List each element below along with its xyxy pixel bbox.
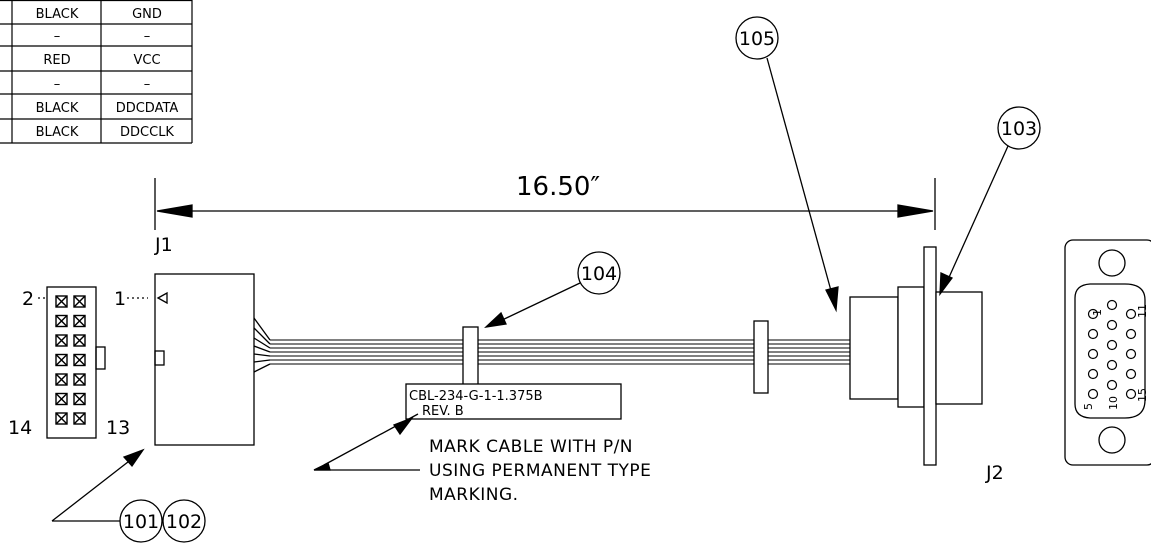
dsub-pin [1125, 328, 1137, 340]
balloon-104: 104 [577, 251, 621, 295]
j1-pin-14-label: 14 [8, 417, 32, 439]
marking-note [313, 413, 420, 471]
j1-housing [127, 273, 271, 446]
dsub-pin [1087, 328, 1099, 340]
balloon-101-text: 101 [123, 511, 159, 533]
j1-pin-13-label: 13 [106, 417, 130, 439]
j1-pin [55, 392, 68, 406]
length-dimension [154, 178, 936, 230]
dsub-pin [1106, 379, 1118, 391]
length-dimension-value: 16.50″ [516, 172, 600, 202]
balloon-103: 103 [997, 106, 1041, 150]
j1-pin-face [38, 286, 106, 439]
j2-connector [849, 246, 983, 466]
pin-table-signal-2: – [144, 29, 151, 44]
balloon-101: 101 [119, 499, 163, 543]
pin-table-signal-6: DDCCLK [120, 125, 174, 140]
cable-tie [753, 320, 769, 394]
j1-pin [73, 334, 86, 347]
dsub-pin [1106, 339, 1118, 351]
j1-pin [73, 314, 86, 328]
dsub-pin [1106, 319, 1118, 331]
balloon-103-text: 103 [1001, 118, 1037, 140]
j1-pin [73, 373, 86, 386]
j1-pin-1-label: 1 [114, 288, 126, 310]
pin-table-signal-3: VCC [133, 53, 160, 68]
balloon-102: 102 [162, 499, 206, 543]
part-number-label: CBL-234-G-1-1.375B REV. B [405, 383, 622, 420]
j2-label: J2 [985, 462, 1004, 484]
j1-pin-2-label: 2 [22, 288, 34, 310]
dsub-pin [1087, 308, 1099, 320]
pin-table-color-5: BLACK [36, 101, 79, 116]
note-line-1: MARK CABLE WITH P/N [429, 437, 633, 457]
j1-pin [73, 295, 86, 308]
cable-bundle [270, 339, 850, 365]
pin-table-color-1: BLACK [36, 7, 79, 22]
balloon-105-text: 105 [739, 28, 775, 50]
marker-sleeve [462, 326, 479, 390]
balloon-104-text: 104 [581, 263, 617, 285]
j1-pin [55, 334, 68, 347]
dsub-pin [1087, 348, 1099, 360]
pin-table-color-2: – [54, 29, 61, 44]
dsub-pin [1125, 368, 1137, 380]
dsub-pin [1125, 388, 1137, 400]
pin-table-color-4: – [54, 77, 61, 92]
j1-pin [73, 412, 86, 425]
balloon-105: 105 [735, 16, 779, 60]
note-line-3: MARKING. [429, 485, 519, 505]
j1-pin [55, 373, 68, 386]
part-number-text: CBL-234-G-1-1.375B [409, 389, 543, 404]
pin-table-signal-1: GND [132, 7, 162, 22]
j2-dsub-pins [1087, 299, 1137, 400]
dsub-pin [1087, 388, 1099, 400]
pin-table-color-3: RED [43, 53, 70, 68]
balloon-102-text: 102 [166, 511, 202, 533]
dsub-pin [1125, 348, 1137, 360]
j1-pin-grid [55, 295, 86, 425]
dsub-pin-5-label: 5 [1082, 403, 1095, 410]
pin-table-color-6: BLACK [36, 125, 79, 140]
pin-table-signal-4: – [144, 77, 151, 92]
j1-pin [55, 353, 68, 367]
dsub-pin [1125, 308, 1137, 320]
pin-table [0, 0, 193, 144]
j1-pin [73, 392, 86, 406]
j2-dsub-face [1064, 239, 1151, 466]
dsub-pin-1-label: 1 [1091, 309, 1104, 316]
j1-pin [55, 295, 68, 308]
j1-pin [55, 412, 68, 425]
dsub-pin [1106, 359, 1118, 371]
dsub-pin-10-label: 10 [1107, 396, 1120, 410]
dsub-pin [1106, 299, 1118, 311]
leader-lines [51, 57, 1009, 522]
dsub-pin-15-label: 15 [1136, 388, 1149, 402]
note-line-2: USING PERMANENT TYPE [429, 461, 651, 481]
dsub-pin [1087, 368, 1099, 380]
part-revision-text: REV. B [422, 404, 464, 419]
j1-pin [73, 353, 86, 367]
pin-table-signal-5: DDCDATA [116, 101, 179, 116]
j1-label: J1 [154, 234, 173, 256]
j1-pin [55, 314, 68, 328]
dsub-pin-11-label: 11 [1136, 304, 1149, 318]
